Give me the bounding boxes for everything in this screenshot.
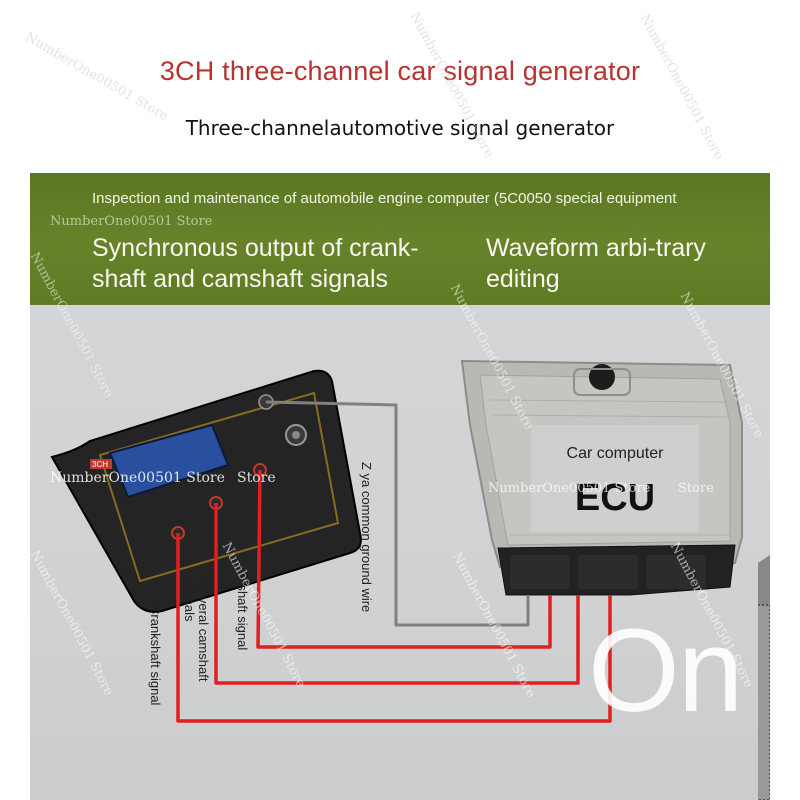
store-watermark: NumberOne00501 Store (50, 470, 225, 486)
large-watermark: On (588, 605, 743, 737)
ecu-title: ECU (574, 477, 656, 519)
store-watermark: Store (678, 481, 714, 496)
page-subtitle: Three-channelautomotive signal generator (185, 116, 615, 140)
ground-wire-label: Z ya common ground wire (359, 462, 374, 613)
signal-generator-device: 3CH 3CH (50, 369, 362, 613)
product-photo: 3CH 3CH Car computer ECU Z ya common gro… (30, 305, 770, 800)
crankshaft-signal-label: Crankshaft signal (148, 605, 163, 706)
several-camshaft-signals-label: Several camshaft signals (182, 581, 211, 682)
ecu-label-box: Car computer ECU (531, 425, 699, 532)
page-title: 3CH three-channel car signal generator (159, 56, 641, 86)
store-watermark: NumberOne00501 Store (50, 214, 213, 229)
store-watermark: NumberOne00501 Store (488, 481, 651, 496)
ecu-caption: Car computer (566, 445, 664, 462)
banner-feature-sync-output: Synchronous output of crank-shaft and ca… (92, 234, 419, 293)
flywheel-hint (758, 604, 770, 800)
banner-feature-waveform-editing: Waveform arbi-trary editing (486, 234, 706, 293)
store-watermark: Store (237, 470, 276, 486)
device-badge: 3CH (92, 460, 108, 469)
wiring (176, 400, 612, 723)
banner-description: Inspection and maintenance of automobile… (92, 190, 677, 207)
feature-banner: Inspection and maintenance of automobile… (30, 173, 770, 305)
